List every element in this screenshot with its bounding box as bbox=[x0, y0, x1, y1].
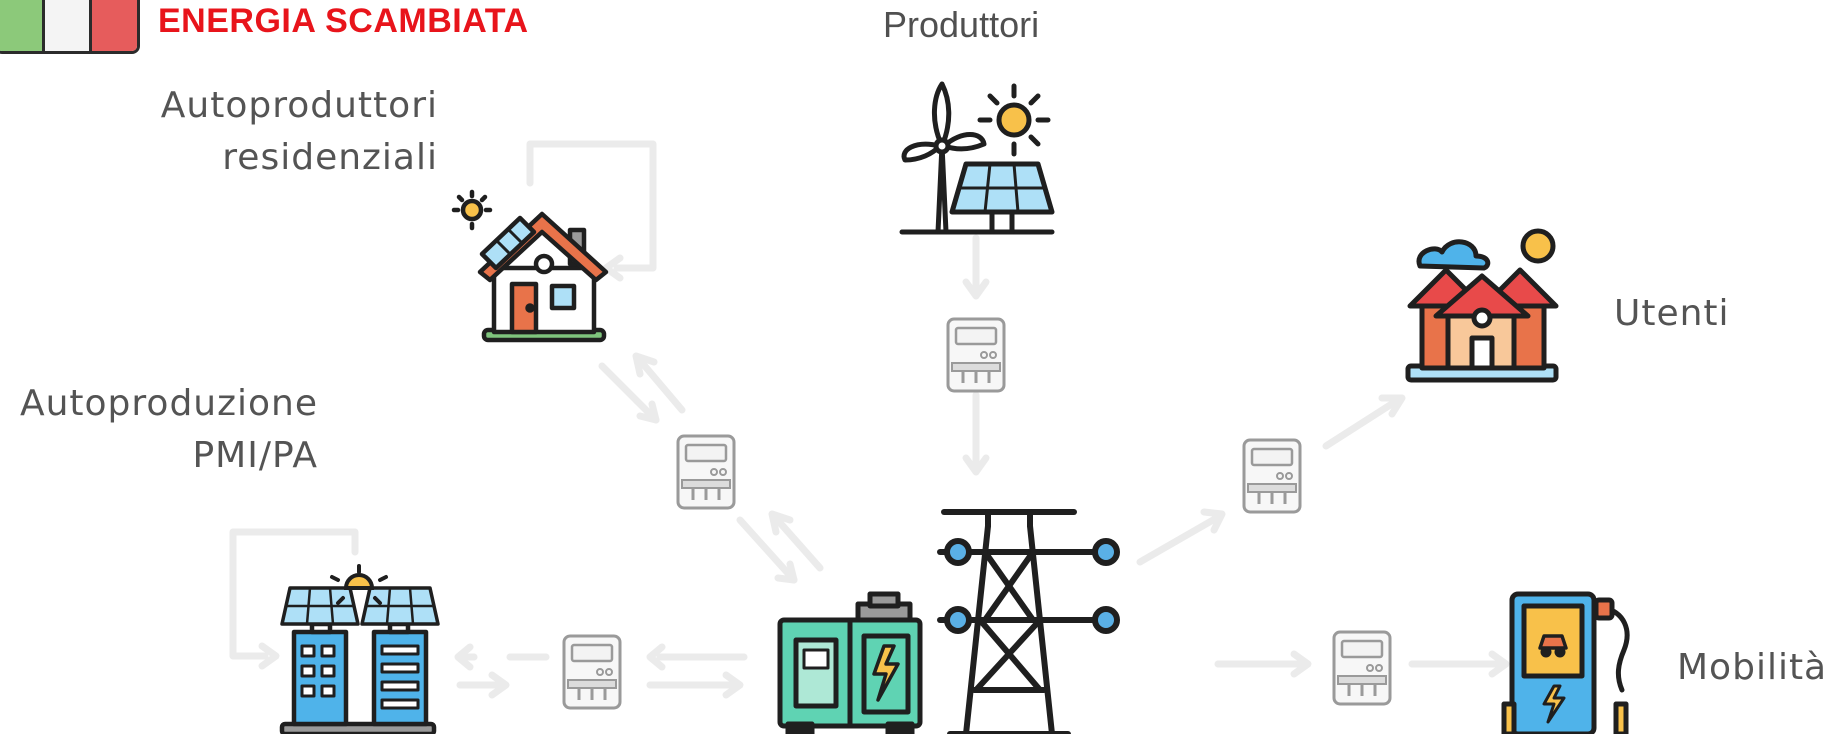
buildings-self-loop-arrowhead bbox=[258, 642, 280, 670]
power-tower-icon bbox=[937, 509, 1120, 734]
flow-generator-to-meter bbox=[770, 512, 824, 572]
label-autoproduttori-residenziali: Autoproduttori residenziali bbox=[160, 85, 438, 179]
flow-tower-to-utenti-meter bbox=[1136, 512, 1224, 566]
generator-icon bbox=[777, 591, 923, 734]
meter-icon bbox=[946, 317, 1006, 393]
solar-house-icon bbox=[451, 189, 609, 343]
solar-panel-icon bbox=[360, 586, 440, 626]
label-autoproduzione-pmi-pa: Autoproduzione PMI/PA bbox=[19, 383, 318, 477]
label-produttori: Produttori bbox=[883, 4, 1040, 45]
flow-house-to-meter bbox=[598, 362, 660, 424]
flow-meter-to-utenti bbox=[1322, 396, 1402, 450]
solar-panel-icon bbox=[280, 586, 360, 626]
house-self-loop-arrowhead bbox=[602, 254, 624, 282]
flow-meter-to-generator bbox=[736, 516, 798, 584]
houses-icon bbox=[1405, 228, 1559, 383]
flow-arrows bbox=[229, 140, 1510, 699]
meter-icon bbox=[1332, 630, 1392, 706]
label-mobilita: Mobilità bbox=[1677, 647, 1828, 688]
house-self-loop-arrow bbox=[526, 140, 657, 272]
meter-icon bbox=[1242, 438, 1302, 514]
italian-flag-icon bbox=[0, 0, 140, 54]
solar-buildings-icon bbox=[279, 621, 437, 734]
page-title: ENERGIA SCAMBIATA bbox=[158, 2, 529, 40]
buildings-self-loop-arrow bbox=[229, 528, 359, 660]
flow-meter-to-house bbox=[634, 354, 686, 414]
ev-charger-icon bbox=[1501, 591, 1630, 734]
wind-solar-icon bbox=[899, 81, 1055, 235]
sun-icon bbox=[330, 564, 388, 605]
label-utenti: Utenti bbox=[1614, 293, 1730, 334]
meter-icon bbox=[676, 434, 736, 510]
meter-icon bbox=[562, 634, 622, 710]
